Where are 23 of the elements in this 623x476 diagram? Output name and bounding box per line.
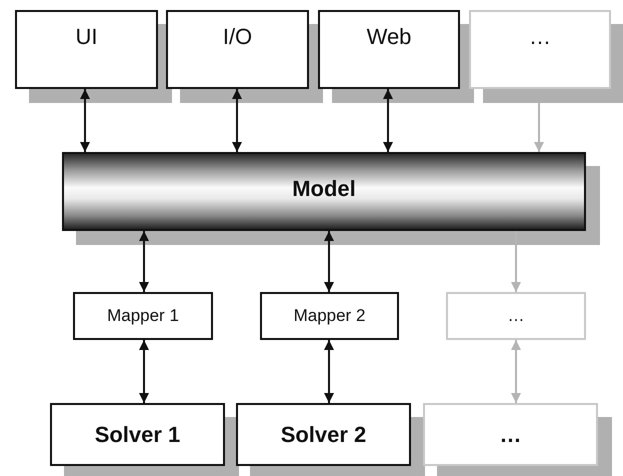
arrow bbox=[324, 231, 334, 292]
arrow bbox=[232, 89, 242, 152]
box-label: … bbox=[508, 306, 524, 326]
arrow bbox=[383, 89, 393, 152]
arrow bbox=[139, 340, 149, 403]
mapper-box bbox=[446, 292, 586, 340]
arrow bbox=[139, 231, 149, 292]
mapper-box bbox=[260, 292, 399, 340]
box-label: I/O bbox=[222, 24, 252, 50]
arrow bbox=[80, 89, 90, 152]
box-label: … bbox=[500, 422, 522, 448]
box-label: UI bbox=[76, 24, 98, 50]
box-label: Web bbox=[366, 24, 412, 50]
box-label: Mapper 2 bbox=[294, 306, 366, 326]
box-label: … bbox=[529, 24, 551, 50]
box-label: Mapper 1 bbox=[107, 306, 179, 326]
arrow bbox=[534, 103, 544, 152]
box-label: Solver 2 bbox=[280, 422, 366, 448]
box-label: Solver 1 bbox=[94, 422, 180, 448]
model-label: Model bbox=[292, 176, 356, 202]
mapper-box bbox=[73, 292, 213, 340]
arrow bbox=[511, 340, 521, 403]
arrow bbox=[324, 340, 334, 403]
